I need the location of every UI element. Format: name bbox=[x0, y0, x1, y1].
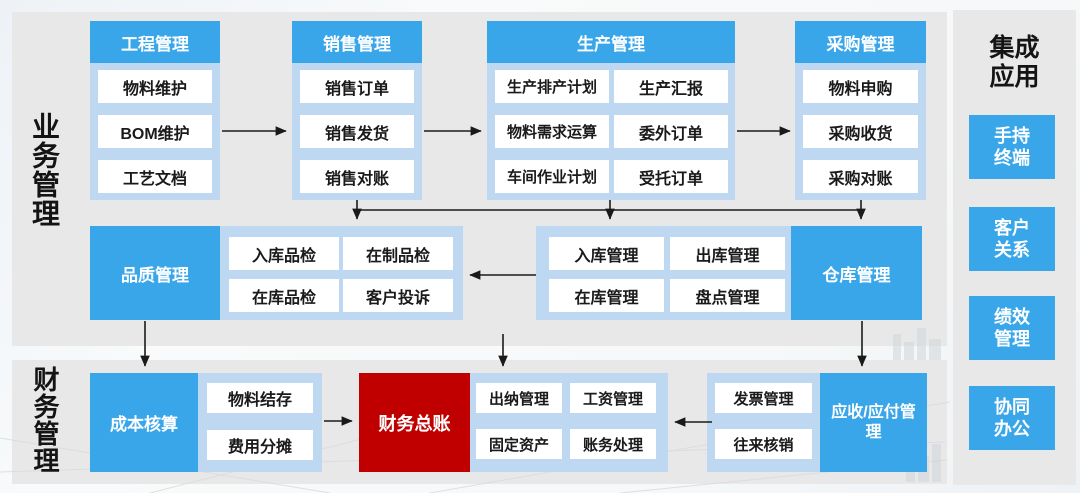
production-column: 生产管理 生产排产计划 生产汇报 物料需求运算 委外订单 车间作业计划 受托订单 bbox=[487, 21, 735, 200]
module-purchase-receiving: 采购收货 bbox=[803, 115, 918, 148]
sales-header: 销售管理 bbox=[292, 21, 422, 63]
ar-ap-management-label: 应收/应付管理 bbox=[831, 403, 916, 441]
module-outsourcing-order: 委外订单 bbox=[614, 115, 728, 148]
module-cashier-management: 出纳管理 bbox=[476, 383, 562, 413]
production-header: 生产管理 bbox=[487, 21, 735, 63]
procurement-header: 采购管理 bbox=[795, 21, 926, 63]
module-outbound-management: 出库管理 bbox=[670, 237, 785, 270]
module-stocktaking-management: 盘点管理 bbox=[670, 279, 785, 312]
module-inprocess-inspection: 在制品检 bbox=[343, 237, 453, 270]
integration-apps-title: 集成应用 bbox=[989, 34, 1040, 91]
module-sales-reconciliation: 销售对账 bbox=[300, 160, 414, 193]
module-customer-complaint: 客户投诉 bbox=[343, 279, 453, 312]
module-material-requisition: 物料申购 bbox=[803, 70, 918, 103]
finance-management-label: 财务管理 bbox=[30, 366, 60, 474]
module-stock-inspection: 在库品检 bbox=[229, 279, 339, 312]
general-ledger-box: 财务总账 bbox=[359, 373, 470, 472]
module-bom-maintenance: BOM维护 bbox=[98, 115, 212, 148]
module-process-document: 工艺文档 bbox=[98, 160, 212, 193]
module-sales-order: 销售订单 bbox=[300, 70, 414, 103]
module-mrp-calculation: 物料需求运算 bbox=[495, 115, 609, 148]
sales-column: 销售管理 销售订单 销售发货 销售对账 bbox=[292, 21, 422, 200]
module-inbound-management: 入库管理 bbox=[549, 237, 664, 270]
module-workshop-plan: 车间作业计划 bbox=[495, 160, 609, 193]
module-purchase-reconciliation: 采购对账 bbox=[803, 160, 918, 193]
ar-ap-management-box: 应收/应付管理 bbox=[820, 373, 927, 472]
engineering-column: 工程管理 物料维护 BOM维护 工艺文档 bbox=[90, 21, 220, 200]
app-collaborative-office: 协同办公 bbox=[969, 386, 1055, 450]
warehouse-management-box: 仓库管理 bbox=[791, 226, 922, 320]
app-handheld-terminal: 手持终端 bbox=[969, 115, 1055, 179]
quality-items-panel: 入库品检 在制品检 在库品检 客户投诉 bbox=[220, 226, 463, 320]
module-accounting-processing: 账务处理 bbox=[570, 429, 656, 459]
cost-items-panel: 物料结存 费用分摊 bbox=[198, 373, 322, 472]
app-performance-management: 绩效管理 bbox=[969, 296, 1055, 360]
warehouse-items-panel: 入库管理 出库管理 在库管理 盘点管理 bbox=[536, 226, 791, 320]
cashier-items-panel: 出纳管理 工资管理 固定资产 账务处理 bbox=[470, 373, 668, 472]
module-production-scheduling: 生产排产计划 bbox=[495, 70, 609, 103]
engineering-header: 工程管理 bbox=[90, 21, 220, 63]
module-invoice-management: 发票管理 bbox=[715, 383, 812, 413]
cost-accounting-box: 成本核算 bbox=[90, 373, 198, 472]
module-expense-allocation: 费用分摊 bbox=[207, 430, 313, 460]
module-production-report: 生产汇报 bbox=[614, 70, 728, 103]
module-payroll-management: 工资管理 bbox=[570, 383, 656, 413]
module-material-maintenance: 物料维护 bbox=[98, 70, 212, 103]
module-current-account-writeoff: 往来核销 bbox=[715, 429, 812, 459]
business-management-label: 业务管理 bbox=[29, 112, 60, 228]
quality-management-box: 品质管理 bbox=[90, 226, 220, 320]
module-fixed-assets: 固定资产 bbox=[476, 429, 562, 459]
module-sales-delivery: 销售发货 bbox=[300, 115, 414, 148]
app-customer-relationship: 客户关系 bbox=[969, 207, 1055, 271]
module-incoming-inspection: 入库品检 bbox=[229, 237, 339, 270]
invoice-items-panel: 发票管理 往来核销 bbox=[707, 373, 820, 472]
module-material-balance: 物料结存 bbox=[207, 383, 313, 413]
module-stock-management: 在库管理 bbox=[549, 279, 664, 312]
procurement-column: 采购管理 物料申购 采购收货 采购对账 bbox=[795, 21, 926, 200]
module-consignment-order: 受托订单 bbox=[614, 160, 728, 193]
